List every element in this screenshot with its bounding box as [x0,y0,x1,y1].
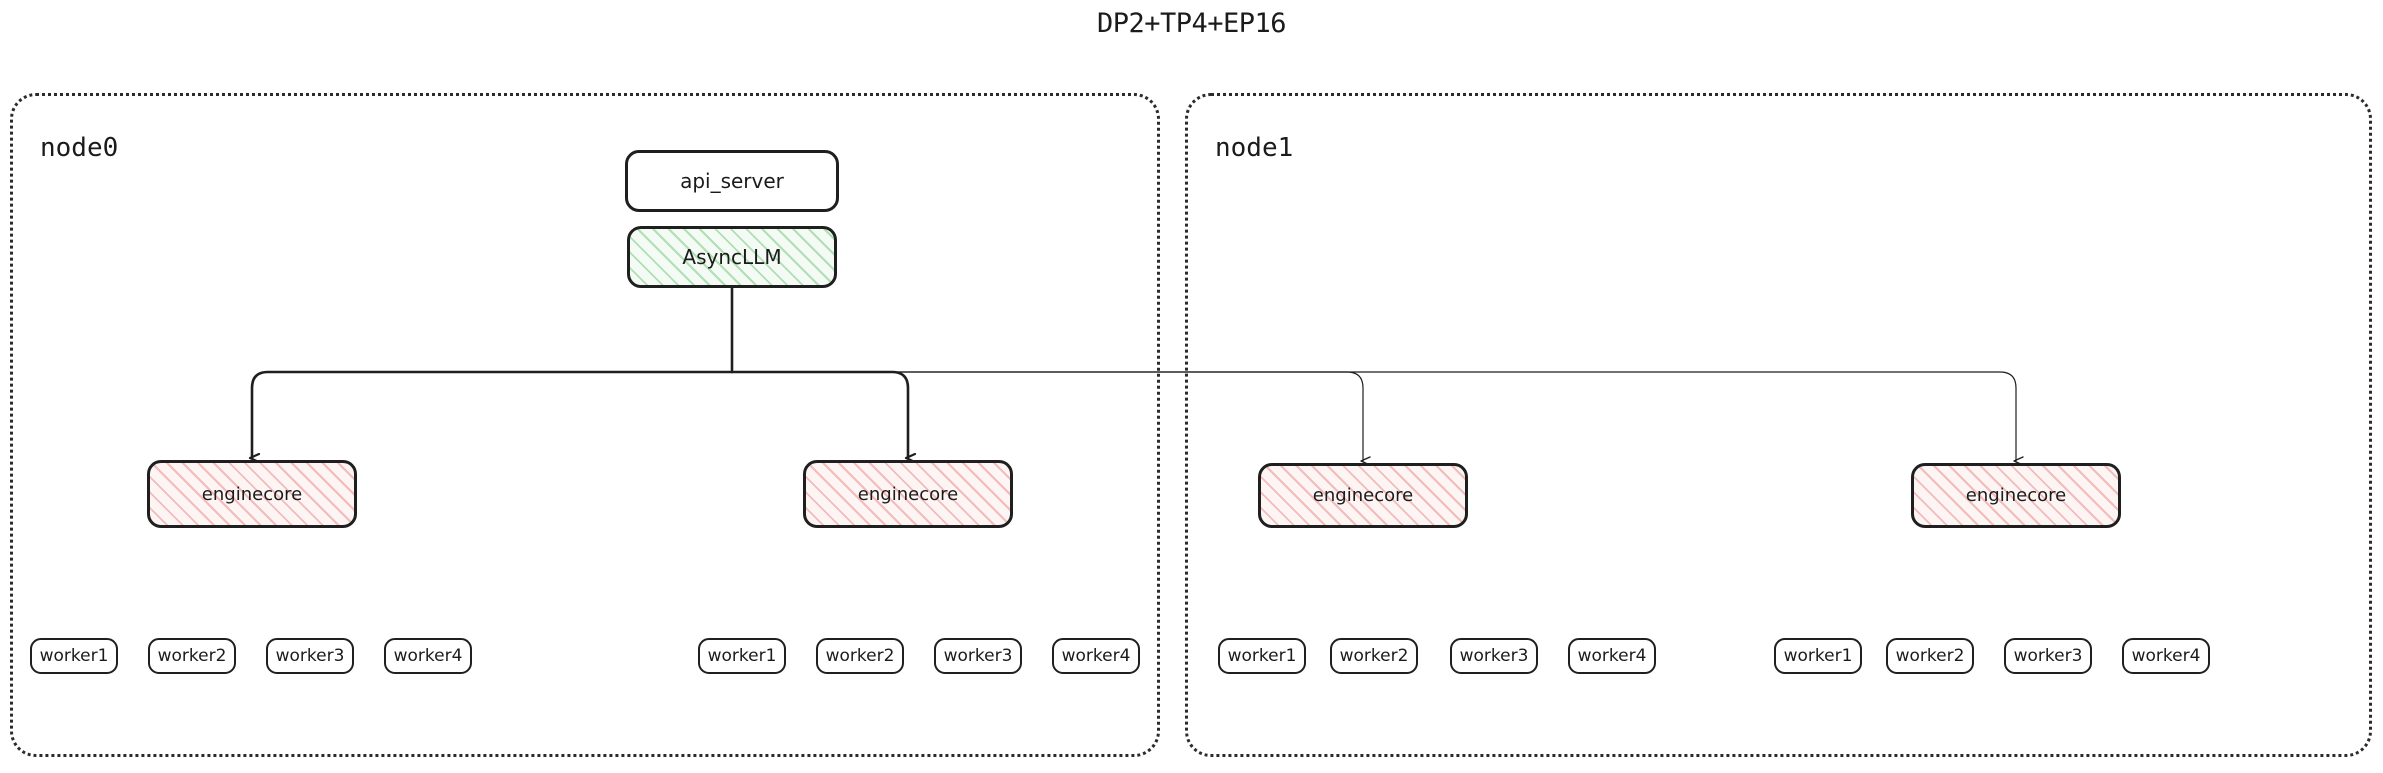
worker-label: worker2 [825,646,895,666]
engine-label: enginecore [1965,485,2067,506]
engine-label: enginecore [201,483,303,505]
engine-label: enginecore [1312,485,1414,506]
worker-box-n1g1w4: worker4 [2122,638,2210,674]
engine-box-engine1: enginecore [803,460,1013,528]
worker-box-n1g0w2: worker2 [1330,638,1418,674]
worker-box-n1g0w4: worker4 [1568,638,1656,674]
async-label: AsyncLLM [682,245,782,269]
worker-label: worker3 [943,646,1013,666]
worker-label: worker3 [275,646,345,666]
engine-box-engine0: enginecore [147,460,357,528]
worker-label: worker3 [1459,646,1529,666]
worker-label: worker1 [1227,646,1297,666]
worker-label: worker1 [39,646,109,666]
worker-box-n0g0w3: worker3 [266,638,354,674]
worker-label: worker1 [1783,646,1853,666]
worker-box-n1g1w3: worker3 [2004,638,2092,674]
page-title: DP2+TP4+EP16 [1096,8,1287,39]
worker-label: worker3 [2013,646,2083,666]
worker-box-n0g1w3: worker3 [934,638,1022,674]
engine-box-engine2: enginecore [1258,463,1468,528]
engine-label: enginecore [857,483,959,505]
worker-label: worker4 [393,646,463,666]
worker-box-n0g0w1: worker1 [30,638,118,674]
engine-box-engine3: enginecore [1911,463,2121,528]
worker-label: worker4 [1061,646,1131,666]
worker-box-n0g1w2: worker2 [816,638,904,674]
worker-box-n1g0w3: worker3 [1450,638,1538,674]
worker-box-n0g1w1: worker1 [698,638,786,674]
api-label: api_server [680,169,784,193]
async-box-asyncllm: AsyncLLM [627,226,837,288]
worker-box-n0g0w4: worker4 [384,638,472,674]
worker-label: worker2 [1895,646,1965,666]
worker-box-n1g1w1: worker1 [1774,638,1862,674]
worker-box-n1g1w2: worker2 [1886,638,1974,674]
worker-box-n0g1w4: worker4 [1052,638,1140,674]
worker-label: worker2 [1339,646,1409,666]
api-box-api_server: api_server [625,150,839,212]
worker-box-n0g0w2: worker2 [148,638,236,674]
worker-label: worker4 [2131,646,2201,666]
node-label-node1: node1 [1215,133,1294,163]
worker-label: worker1 [707,646,777,666]
worker-box-n1g0w1: worker1 [1218,638,1306,674]
worker-label: worker2 [157,646,227,666]
node-label-node0: node0 [40,133,119,163]
worker-label: worker4 [1577,646,1647,666]
